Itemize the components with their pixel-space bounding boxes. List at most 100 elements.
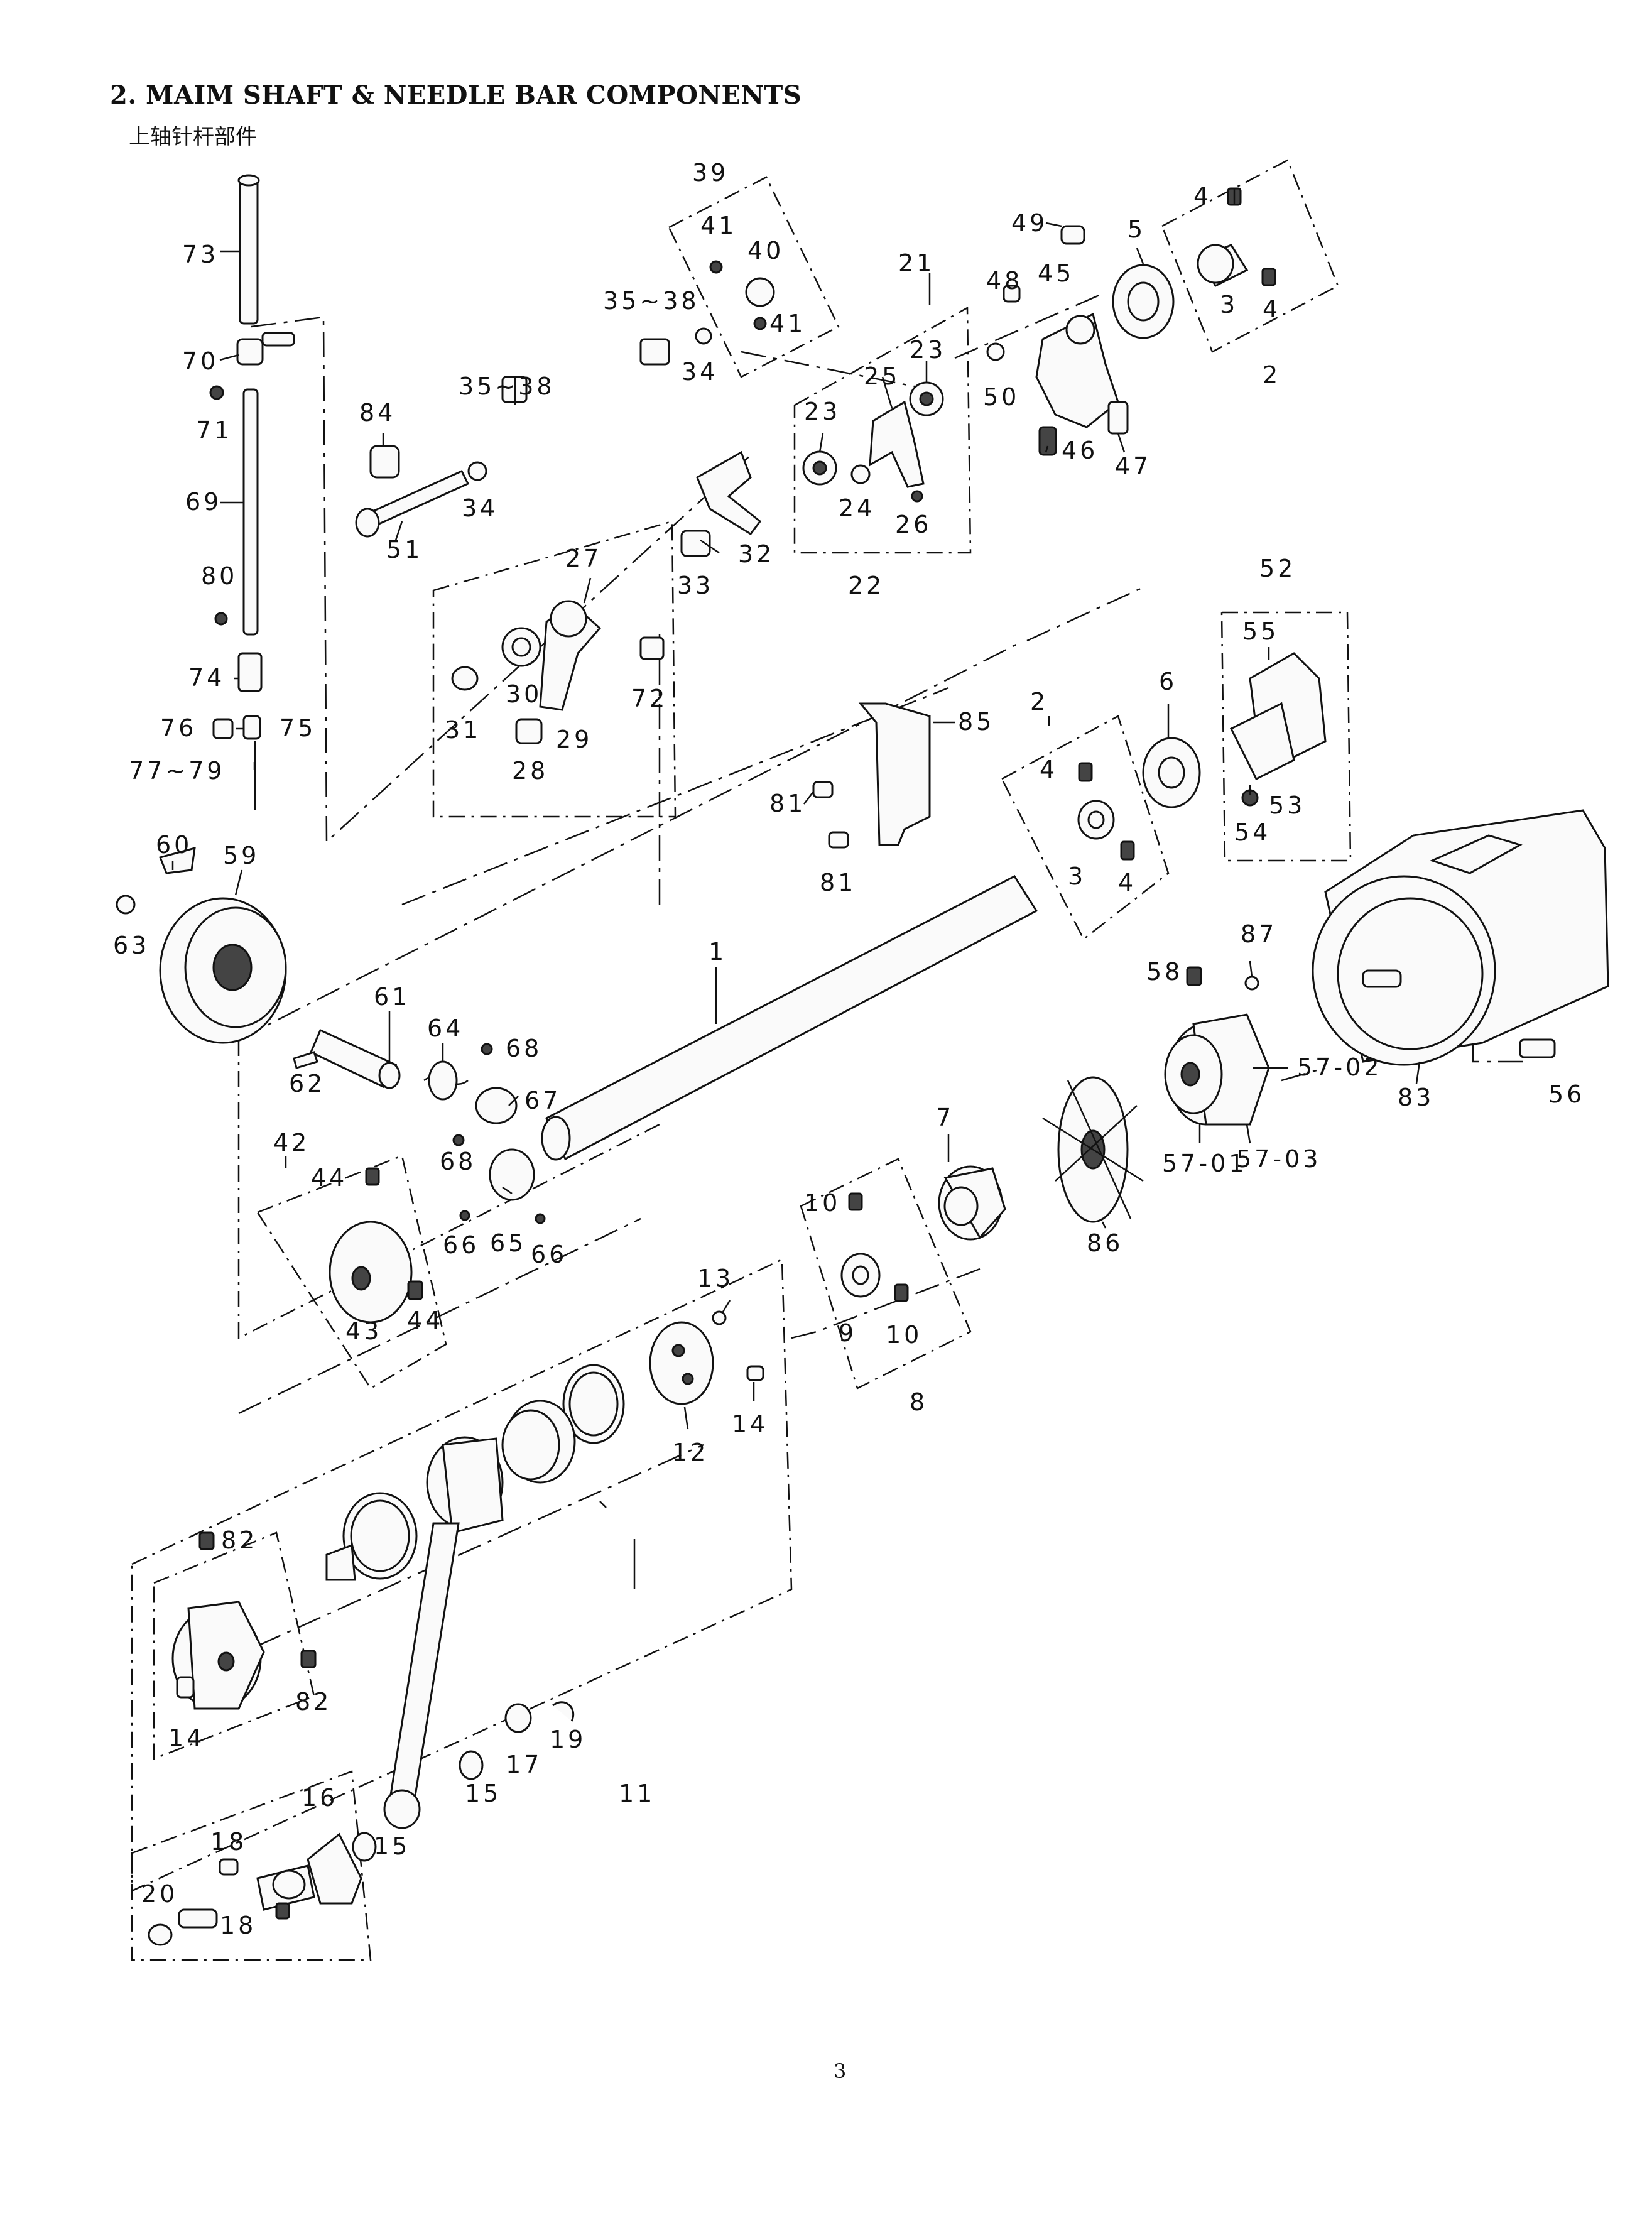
callout-85: 85 [958, 708, 994, 736]
callout-10-upper: 10 [804, 1189, 840, 1217]
callout-13: 13 [697, 1265, 734, 1292]
callout-48: 48 [986, 267, 1023, 295]
group-42 [256, 1155, 447, 1390]
callout-24: 24 [839, 494, 875, 522]
callout-71: 71 [196, 416, 232, 444]
callout-62: 62 [289, 1070, 325, 1097]
leader-lines [171, 188, 1421, 1589]
callout-7: 7 [936, 1104, 954, 1131]
group-2-mid [1001, 715, 1170, 940]
callout-46: 46 [1062, 437, 1098, 464]
connecting-rod-27 [451, 600, 665, 744]
callout-57-01: 57-01 [1162, 1150, 1247, 1177]
callout-6: 6 [1159, 668, 1177, 695]
shaft-61-and-spring [293, 1028, 546, 1224]
washers-15-17-19 [352, 1701, 575, 1862]
collar-8 [840, 1192, 909, 1302]
callout-20: 20 [141, 1880, 178, 1908]
callout-41-lower: 41 [769, 310, 806, 337]
callout-56: 56 [1548, 1080, 1585, 1108]
group-21-22 [793, 306, 972, 554]
shaft-51-group [355, 376, 528, 538]
callout-61: 61 [374, 983, 410, 1011]
callout-3-top: 3 [1220, 291, 1238, 318]
callout-75: 75 [280, 714, 316, 742]
callout-26: 26 [895, 511, 932, 538]
callout-55: 55 [1242, 617, 1279, 645]
conrod-11 [383, 1522, 460, 1829]
callout-23-lower: 23 [804, 398, 840, 425]
callout-25: 25 [864, 362, 900, 390]
crank-16-18-20 [148, 1832, 362, 1946]
callout-40: 40 [747, 237, 784, 264]
callout-44-lower: 44 [407, 1307, 443, 1334]
callout-59: 59 [223, 842, 259, 869]
group-11 [131, 1258, 793, 1892]
callout-63: 63 [113, 932, 149, 959]
callout-57-02: 57-02 [1297, 1053, 1382, 1081]
crank-21-22 [802, 381, 944, 503]
callout-84: 84 [359, 399, 396, 427]
main-shaft-1 [541, 875, 1038, 1161]
callout-65: 65 [490, 1229, 526, 1257]
callout-51: 51 [386, 536, 423, 563]
callout-28: 28 [512, 757, 548, 785]
page-number: 3 [834, 2059, 847, 2083]
callout-33: 33 [677, 572, 714, 599]
callout-22: 22 [848, 572, 884, 599]
callout-73: 73 [182, 241, 219, 268]
callout-labels: 73 70 71 69 80 74 76 75 77~79 84 34 51 3… [113, 159, 1585, 1939]
callout-2-top: 2 [1263, 361, 1281, 389]
callout-19: 19 [550, 1726, 586, 1753]
callout-39: 39 [692, 159, 729, 187]
callout-82-lower: 82 [295, 1688, 332, 1716]
callout-54: 54 [1234, 819, 1271, 846]
callout-29: 29 [556, 726, 592, 753]
callout-81-lower: 81 [820, 869, 856, 896]
callout-23-upper: 23 [910, 336, 946, 364]
collar-2-mid [1077, 762, 1135, 861]
plate-85 [812, 702, 931, 849]
callout-66-right: 66 [531, 1241, 567, 1268]
callout-41-upper: 41 [700, 212, 737, 239]
callout-45: 45 [1038, 259, 1074, 287]
callout-72: 72 [631, 685, 668, 712]
callout-2-mid: 2 [1030, 688, 1048, 715]
fan-86 [1042, 1076, 1144, 1223]
group-16-20 [131, 1770, 372, 1961]
rings-11 [325, 1364, 625, 1581]
page-title: 2. MAIM SHAFT & NEEDLE BAR COMPONENTS [110, 80, 802, 110]
group-39 [668, 176, 840, 378]
callout-30: 30 [506, 680, 542, 708]
callout-5: 5 [1128, 215, 1146, 243]
callout-4-mid-lower: 4 [1118, 869, 1136, 896]
callout-15-left: 15 [374, 1832, 410, 1860]
callout-15-right: 15 [465, 1780, 501, 1807]
group-2-top [1161, 159, 1339, 353]
callout-8: 8 [910, 1388, 928, 1416]
bracket-45 [986, 225, 1129, 456]
callout-50: 50 [983, 383, 1019, 411]
callout-34-lower: 34 [462, 494, 498, 522]
callout-81-upper: 81 [769, 790, 806, 817]
page-subtitle: 上轴针杆部件 [129, 124, 257, 150]
callout-3-mid: 3 [1068, 862, 1086, 890]
group-8 [800, 1158, 972, 1390]
callout-12: 12 [672, 1439, 709, 1466]
callout-58: 58 [1146, 958, 1183, 986]
callout-11: 11 [619, 1780, 655, 1807]
callout-14-left: 14 [168, 1724, 205, 1752]
callout-35-38-upper: 35~38 [603, 287, 700, 315]
callout-18-upper: 18 [210, 1828, 247, 1856]
callout-80: 80 [201, 562, 237, 590]
callout-49: 49 [1011, 209, 1048, 237]
callout-17: 17 [506, 1751, 542, 1778]
callout-70: 70 [182, 347, 219, 375]
callout-74: 74 [188, 664, 225, 692]
callout-9: 9 [839, 1319, 857, 1347]
callout-47: 47 [1115, 452, 1151, 480]
callout-27: 27 [565, 545, 602, 572]
handwheel-59 [116, 846, 287, 1044]
clamp-52 [1142, 652, 1327, 808]
